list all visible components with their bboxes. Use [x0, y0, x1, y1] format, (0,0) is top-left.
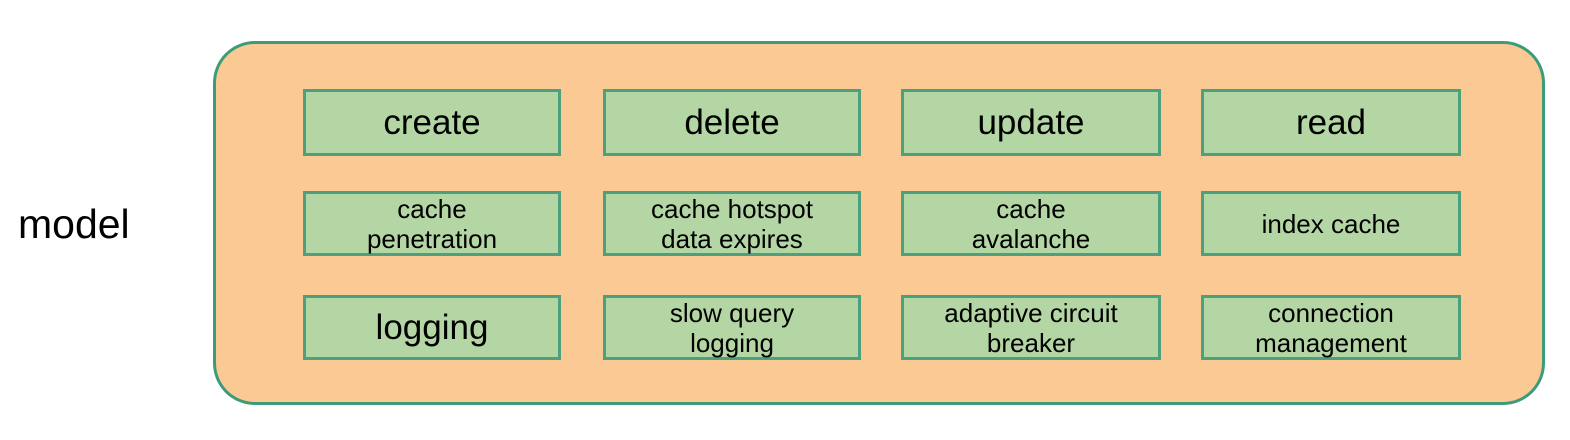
capability-cell[interactable]: read [1201, 89, 1461, 156]
capability-cell-label: cache avalanche [971, 193, 1091, 254]
capability-cell-label: read [1295, 102, 1367, 142]
capability-cell-label: adaptive circuit breaker [944, 297, 1118, 358]
capability-grid: create delete update read cache penetrat… [303, 89, 1461, 361]
capability-cell-label: index cache [1261, 208, 1401, 239]
capability-cell[interactable]: index cache [1201, 191, 1461, 256]
capability-row: cache penetration cache hotspot data exp… [303, 191, 1461, 256]
capability-cell-label: cache hotspot data expires [651, 193, 813, 254]
capability-cell[interactable]: connection management [1201, 295, 1461, 360]
capability-cell[interactable]: cache avalanche [901, 191, 1161, 256]
capability-cell-label: delete [684, 102, 780, 142]
capability-cell-label: update [977, 102, 1085, 142]
capability-cell-label: slow query logging [669, 297, 795, 358]
capability-row: logging slow query logging adaptive circ… [303, 295, 1461, 360]
capability-row: create delete update read [303, 89, 1461, 156]
capability-cell[interactable]: logging [303, 295, 561, 360]
model-group-label: model [18, 201, 130, 247]
capability-cell-label: cache penetration [366, 193, 498, 254]
capability-cell-label: connection management [1255, 297, 1407, 358]
capability-cell-label: logging [375, 307, 489, 347]
capability-cell[interactable]: cache penetration [303, 191, 561, 256]
model-group-container: create delete update read cache penetrat… [213, 41, 1545, 405]
capability-cell[interactable]: slow query logging [603, 295, 861, 360]
capability-cell[interactable]: update [901, 89, 1161, 156]
capability-cell-label: create [383, 102, 481, 142]
capability-cell[interactable]: adaptive circuit breaker [901, 295, 1161, 360]
capability-cell[interactable]: delete [603, 89, 861, 156]
capability-cell[interactable]: cache hotspot data expires [603, 191, 861, 256]
capability-cell[interactable]: create [303, 89, 561, 156]
